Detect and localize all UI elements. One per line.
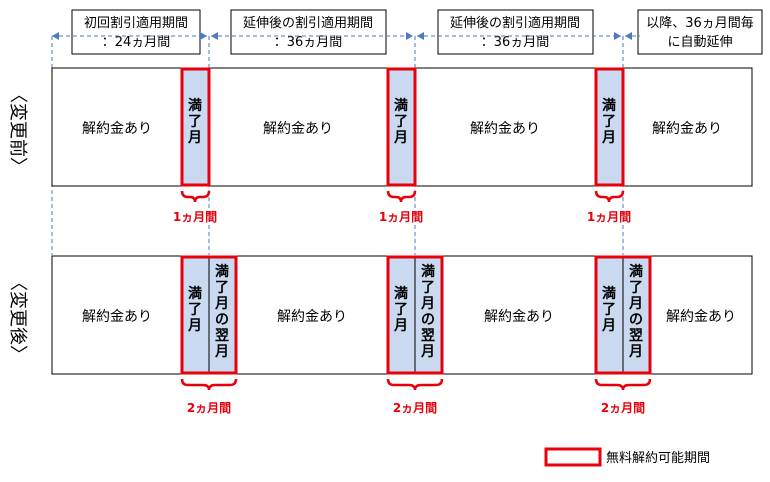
after-window-label-3: 2ヵ月間 [601,401,645,415]
before-fee-1: 解約金あり [82,121,152,137]
period-1-line2: ：24ヵ月間 [102,35,171,50]
before-month-label-2: 満了月 [393,97,408,146]
before-fee-4: 解約金あり [652,121,722,137]
period-box-3 [437,9,594,55]
after-next-month-3 [622,255,651,375]
after-window-label-2: 2ヵ月間 [393,401,437,415]
period-1-line1: 初回割引適用期間 [84,15,188,31]
after-next-month-label-2: 満了月の翌月 [420,263,435,360]
before-window-3 [594,67,625,187]
period-box-2 [230,9,387,55]
after-brace-2 [386,378,444,391]
before-month-label-1: 満了月 [187,97,202,146]
before-window-label-2: 1ヵ月間 [379,210,423,224]
after-next-month-label-1: 満了月の翌月 [214,263,229,360]
arrowhead-left-2 [211,32,218,40]
before-brace-2 [386,190,417,203]
after-month-label-3: 満了月 [601,285,616,334]
before-row: 〈変更前〉 解約金あり 解約金あり 解約金あり 解約金あり 満了月 満了月 満了… [7,67,753,224]
after-label: 〈変更後〉 [7,273,28,363]
after-fee-4: 解約金あり [666,309,736,325]
period-headers: 初回割引適用期間 ：24ヵ月間 延伸後の割引適用期間 ：36ヵ月間 延伸後の割引… [52,9,763,55]
arrowhead-right-2 [406,32,413,40]
after-window-3 [594,255,652,375]
period-4-line1: 以降、36ヵ月間毎 [646,15,754,31]
period-box-1 [71,9,201,55]
after-brace-1 [180,378,238,391]
before-label: 〈変更前〉 [7,85,28,175]
legend-swatch [544,447,602,467]
after-brace-3 [594,378,652,391]
before-window-2 [386,67,417,187]
after-window-label-1: 2ヵ月間 [187,401,231,415]
period-2-line1: 延伸後の割引適用期間 [243,15,373,31]
before-window-label-1: 1ヵ月間 [173,210,217,224]
period-3-line1: 延伸後の割引適用期間 [450,15,580,31]
legend: 無料解約可能期間 [544,447,710,467]
after-fee-2: 解約金あり [277,309,347,325]
after-fee-3: 解約金あり [484,309,554,325]
after-window-2 [386,255,444,375]
after-row: 〈変更後〉 解約金あり 解約金あり 解約金あり 解約金あり 満了月 満了月の翌月… [7,255,753,415]
period-3-line2: ：36ヵ月間 [481,35,550,50]
before-fee-3: 解約金あり [470,121,540,137]
after-next-month-label-3: 満了月の翌月 [628,263,643,360]
arrowhead-right-1 [200,32,207,40]
legend-label: 無料解約可能期間 [606,451,710,466]
after-fee-1: 解約金あり [82,309,152,325]
arrowhead-right-3 [614,32,621,40]
period-4-line2: に自動延伸 [667,35,732,50]
after-window-1 [180,255,238,375]
before-window-1 [180,67,211,187]
after-month-label-1: 満了月 [187,285,202,334]
arrowhead-left-1 [52,32,59,40]
after-month-label-2: 満了月 [393,285,408,334]
before-window-label-3: 1ヵ月間 [587,210,631,224]
before-month-label-3: 満了月 [601,97,616,146]
before-brace-3 [594,190,625,203]
period-2-line2: ：36ヵ月間 [274,35,343,50]
before-brace-1 [180,190,211,203]
arrowhead-left-4 [625,32,632,40]
arrowhead-left-3 [417,32,424,40]
before-fee-2: 解約金あり [263,121,333,137]
period-box-4 [637,9,763,55]
